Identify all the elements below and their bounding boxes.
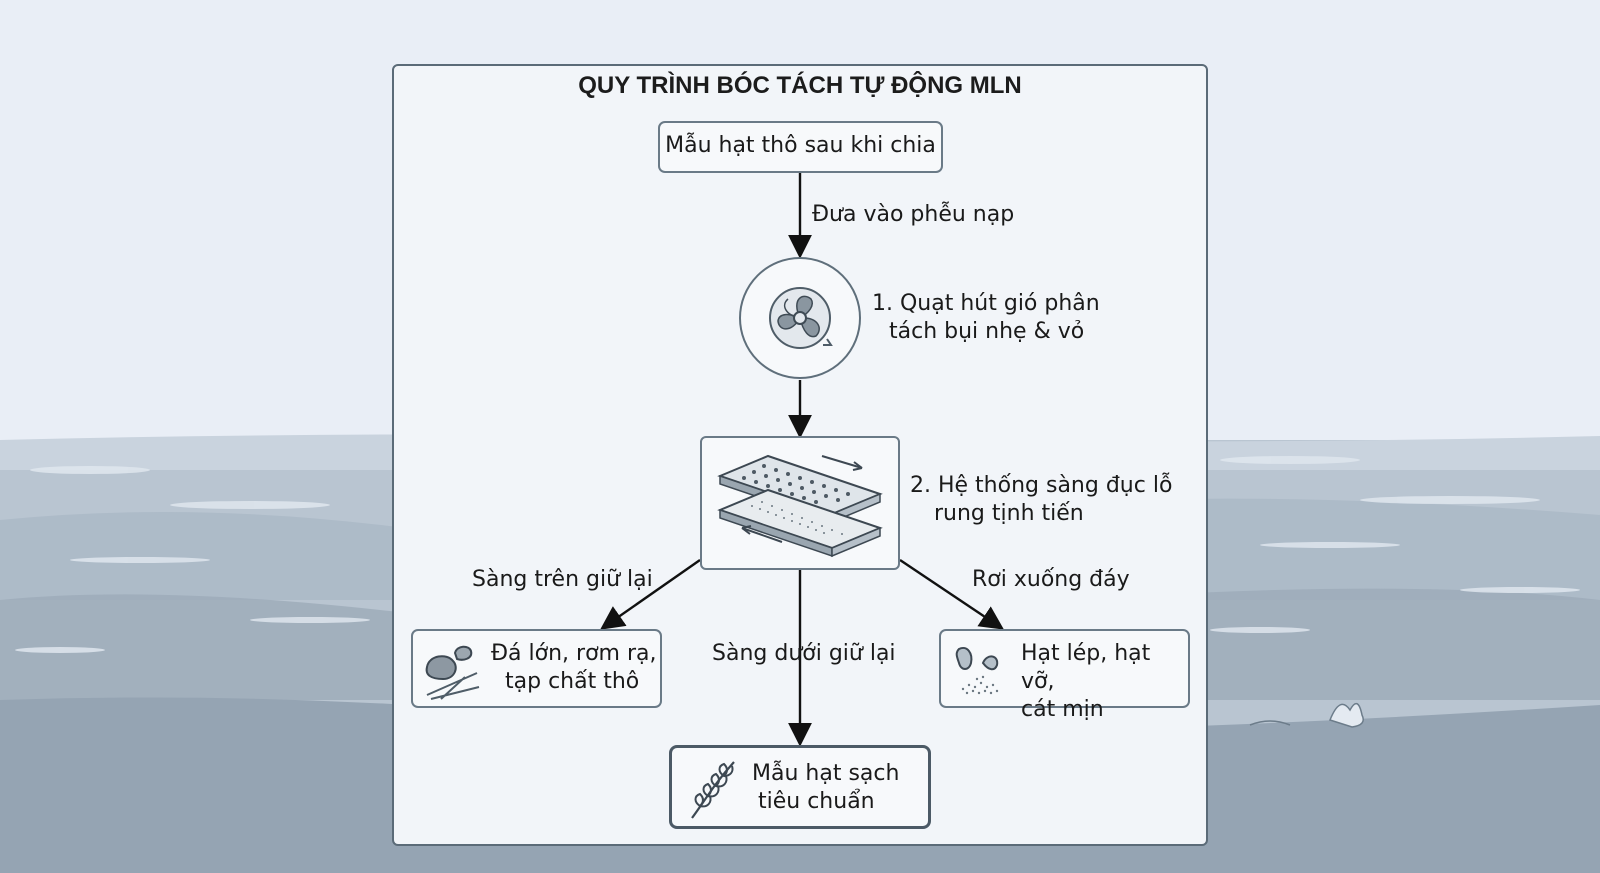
fan-node	[739, 257, 861, 379]
step1-label: 1. Quạt hút gió phân tách bụi nhẹ & vỏ	[872, 290, 1100, 346]
fines-output-line1: Hạt lép, hạt vỡ,	[1021, 641, 1151, 694]
edge-bottom-sieve-label: Sàng dưới giữ lại	[712, 641, 896, 666]
vibrating-sieve-icon	[717, 454, 883, 558]
edge-fall	[899, 559, 1004, 630]
diagram-title: QUY TRÌNH BÓC TÁCH TỰ ĐỘNG MLN	[578, 72, 1022, 99]
clean-output-line1: Mẫu hạt sạch	[752, 761, 900, 786]
fines-output-node: Hạt lép, hạt vỡ, cát mịn	[939, 629, 1190, 722]
step2-label-line1: 2. Hệ thống sàng đục lỗ	[910, 473, 1173, 498]
edge-top-sieve-label: Sàng trên giữ lại	[472, 567, 653, 592]
start-node: Mẫu hạt thô sau khi chia	[658, 121, 943, 173]
broken-grain-sand-icon	[955, 647, 999, 695]
clean-output-node: Mẫu hạt sạch tiêu chuẩn	[669, 745, 931, 829]
edge-top-sieve	[600, 559, 701, 630]
step2-label-line2: rung tịnh tiến	[934, 501, 1084, 526]
clean-output-label: Mẫu hạt sạch tiêu chuẩn	[752, 760, 899, 816]
fan-icon	[769, 287, 833, 349]
stones-straw-icon	[425, 645, 480, 700]
coarse-output-node: Đá lớn, rơm rạ, tạp chất thô	[411, 629, 662, 708]
start-node-label: Mẫu hạt thô sau khi chia	[665, 133, 936, 158]
step1-label-line2: tách bụi nhẹ & vỏ	[889, 319, 1085, 344]
coarse-output-label: Đá lớn, rơm rạ, tạp chất thô	[491, 640, 656, 696]
edge-feed-label: Đưa vào phễu nạp	[812, 202, 1015, 227]
coarse-output-line2: tạp chất thô	[505, 669, 640, 694]
edge-fall-label: Rơi xuống đáy	[972, 567, 1130, 592]
fines-output-label: Hạt lép, hạt vỡ, cát mịn	[1021, 640, 1188, 724]
fines-output-line2: cát mịn	[1021, 697, 1104, 722]
sieve-node	[700, 436, 900, 570]
coarse-output-line1: Đá lớn, rơm rạ,	[491, 641, 657, 666]
grain-ear-icon	[691, 761, 735, 819]
step1-label-line1: 1. Quạt hút gió phân	[872, 291, 1100, 316]
step2-label: 2. Hệ thống sàng đục lỗ rung tịnh tiến	[910, 472, 1172, 528]
clean-output-line2: tiêu chuẩn	[758, 789, 875, 814]
splash-icon	[1249, 702, 1364, 728]
